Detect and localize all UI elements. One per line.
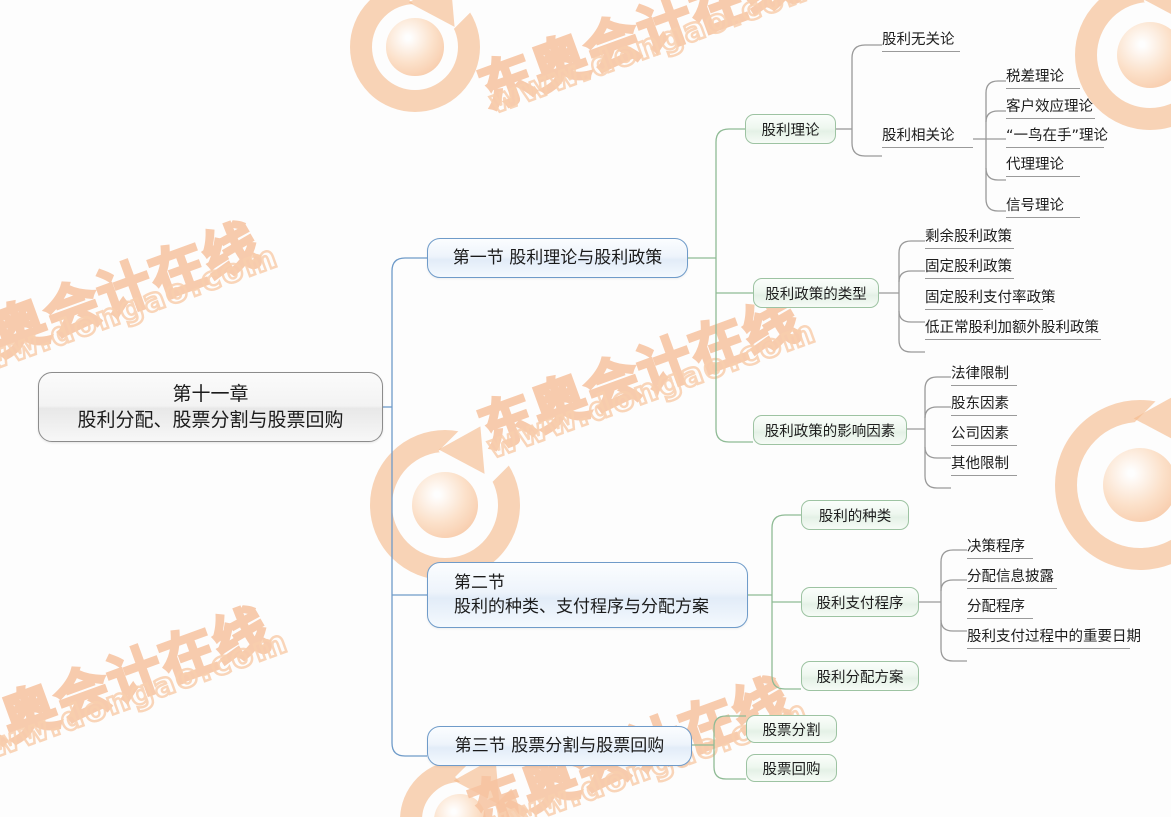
section-node-2[interactable]: 第二节 股利的种类、支付程序与分配方案 <box>427 562 748 628</box>
leaf-label: 决策程序 <box>967 539 1025 555</box>
leaf-label: 股利支付过程中的重要日期 <box>967 629 1141 645</box>
leaf-label: 股利无关论 <box>882 32 955 48</box>
section-2-label-line1: 第二节 <box>454 573 505 593</box>
leaf-label: 固定股利政策 <box>925 259 1012 275</box>
leaf-label: 客户效应理论 <box>1006 99 1093 115</box>
leaf-label: “一鸟在手”理论 <box>1006 128 1109 144</box>
section-1-label: 第一节 股利理论与股利政策 <box>452 248 663 268</box>
branch-label: 股票分割 <box>762 722 821 739</box>
leaf-dividend-irrelevance[interactable]: 股利无关论 <box>882 28 960 52</box>
leaf-clientele-effect-theory[interactable]: 客户效应理论 <box>1006 95 1095 119</box>
leaf-label: 股利相关论 <box>882 128 955 144</box>
leaf-label: 固定股利支付率政策 <box>925 290 1056 306</box>
branch-node-dividend-kinds[interactable]: 股利的种类 <box>801 500 909 530</box>
leaf-bird-in-hand-theory[interactable]: “一鸟在手”理论 <box>1006 124 1108 148</box>
branch-label: 股利分配方案 <box>816 669 904 686</box>
branch-node-stock-repurchase[interactable]: 股票回购 <box>746 754 837 782</box>
leaf-label: 代理理论 <box>1006 157 1064 173</box>
branch-node-policy-factors[interactable]: 股利政策的影响因素 <box>753 415 907 445</box>
leaf-agency-theory[interactable]: 代理理论 <box>1006 153 1080 177</box>
leaf-important-dates[interactable]: 股利支付过程中的重要日期 <box>967 625 1141 649</box>
section2-branch-links <box>748 514 801 690</box>
branch-label: 股利支付程序 <box>816 595 904 612</box>
branch-label: 股票回购 <box>762 761 821 778</box>
leaf-shareholder-factor[interactable]: 股东因素 <box>951 392 1017 416</box>
leaf-company-factor[interactable]: 公司因素 <box>951 422 1017 446</box>
leaf-label: 股东因素 <box>951 396 1009 412</box>
leaf-dividend-relevance[interactable]: 股利相关论 <box>882 124 973 148</box>
leaf-label: 法律限制 <box>951 366 1009 382</box>
leaf-other-restriction[interactable]: 其他限制 <box>951 452 1017 476</box>
leaf-low-regular-plus-extra-policy[interactable]: 低正常股利加额外股利政策 <box>925 316 1101 340</box>
root-title-line1: 第十一章 <box>172 383 249 405</box>
leaf-signal-theory[interactable]: 信号理论 <box>1006 194 1080 218</box>
leaf-label: 分配程序 <box>967 599 1025 615</box>
policy-type-links <box>879 240 925 353</box>
leaf-label: 信号理论 <box>1006 198 1064 214</box>
branch-label: 股利理论 <box>761 122 820 139</box>
leaf-label: 剩余股利政策 <box>925 229 1012 245</box>
branch-node-dividend-theory[interactable]: 股利理论 <box>745 114 836 144</box>
leaf-distribution-procedure[interactable]: 分配程序 <box>967 595 1033 619</box>
branch-node-distribution-plan[interactable]: 股利分配方案 <box>801 661 919 691</box>
section-2-label-line2: 股利的种类、支付程序与分配方案 <box>454 597 709 617</box>
section-3-label: 第三节 股票分割与股票回购 <box>454 736 665 756</box>
branch-node-stock-split[interactable]: 股票分割 <box>746 715 837 743</box>
branch-label: 股利的种类 <box>818 508 892 525</box>
leaf-legal-restriction[interactable]: 法律限制 <box>951 362 1017 386</box>
leaf-label: 低正常股利加额外股利政策 <box>925 320 1099 336</box>
policy-factor-links <box>907 376 951 489</box>
root-node[interactable]: 第十一章 股利分配、股票分割与股票回购 <box>38 372 383 442</box>
section-node-3[interactable]: 第三节 股票分割与股票回购 <box>427 726 692 766</box>
branch-node-payment-procedure[interactable]: 股利支付程序 <box>801 587 919 617</box>
section-node-1[interactable]: 第一节 股利理论与股利政策 <box>427 238 688 278</box>
leaf-label: 分配信息披露 <box>967 569 1054 585</box>
leaf-fixed-payout-ratio-policy[interactable]: 固定股利支付率政策 <box>925 286 1056 310</box>
dividend-relevance-links <box>973 80 1006 212</box>
leaf-tax-difference-theory[interactable]: 税差理论 <box>1006 65 1080 89</box>
leaf-label: 其他限制 <box>951 456 1009 472</box>
leaf-decision-procedure[interactable]: 决策程序 <box>967 535 1033 559</box>
section1-branch-links <box>688 128 753 443</box>
branch-label: 股利政策的类型 <box>765 286 867 303</box>
section3-branch-links <box>692 715 746 780</box>
leaf-distribution-disclosure[interactable]: 分配信息披露 <box>967 565 1057 589</box>
leaf-residual-dividend-policy[interactable]: 剩余股利政策 <box>925 225 1014 249</box>
payment-procedure-links <box>919 549 967 662</box>
branch-node-policy-types[interactable]: 股利政策的类型 <box>753 278 879 308</box>
root-branch-links <box>383 257 427 757</box>
leaf-fixed-dividend-policy[interactable]: 固定股利政策 <box>925 255 1014 279</box>
leaf-label: 税差理论 <box>1006 69 1064 85</box>
leaf-label: 公司因素 <box>951 426 1009 442</box>
branch-label: 股利政策的影响因素 <box>764 423 896 440</box>
dividend-theory-links <box>836 44 882 157</box>
root-title-line2: 股利分配、股票分割与股票回购 <box>77 409 344 431</box>
